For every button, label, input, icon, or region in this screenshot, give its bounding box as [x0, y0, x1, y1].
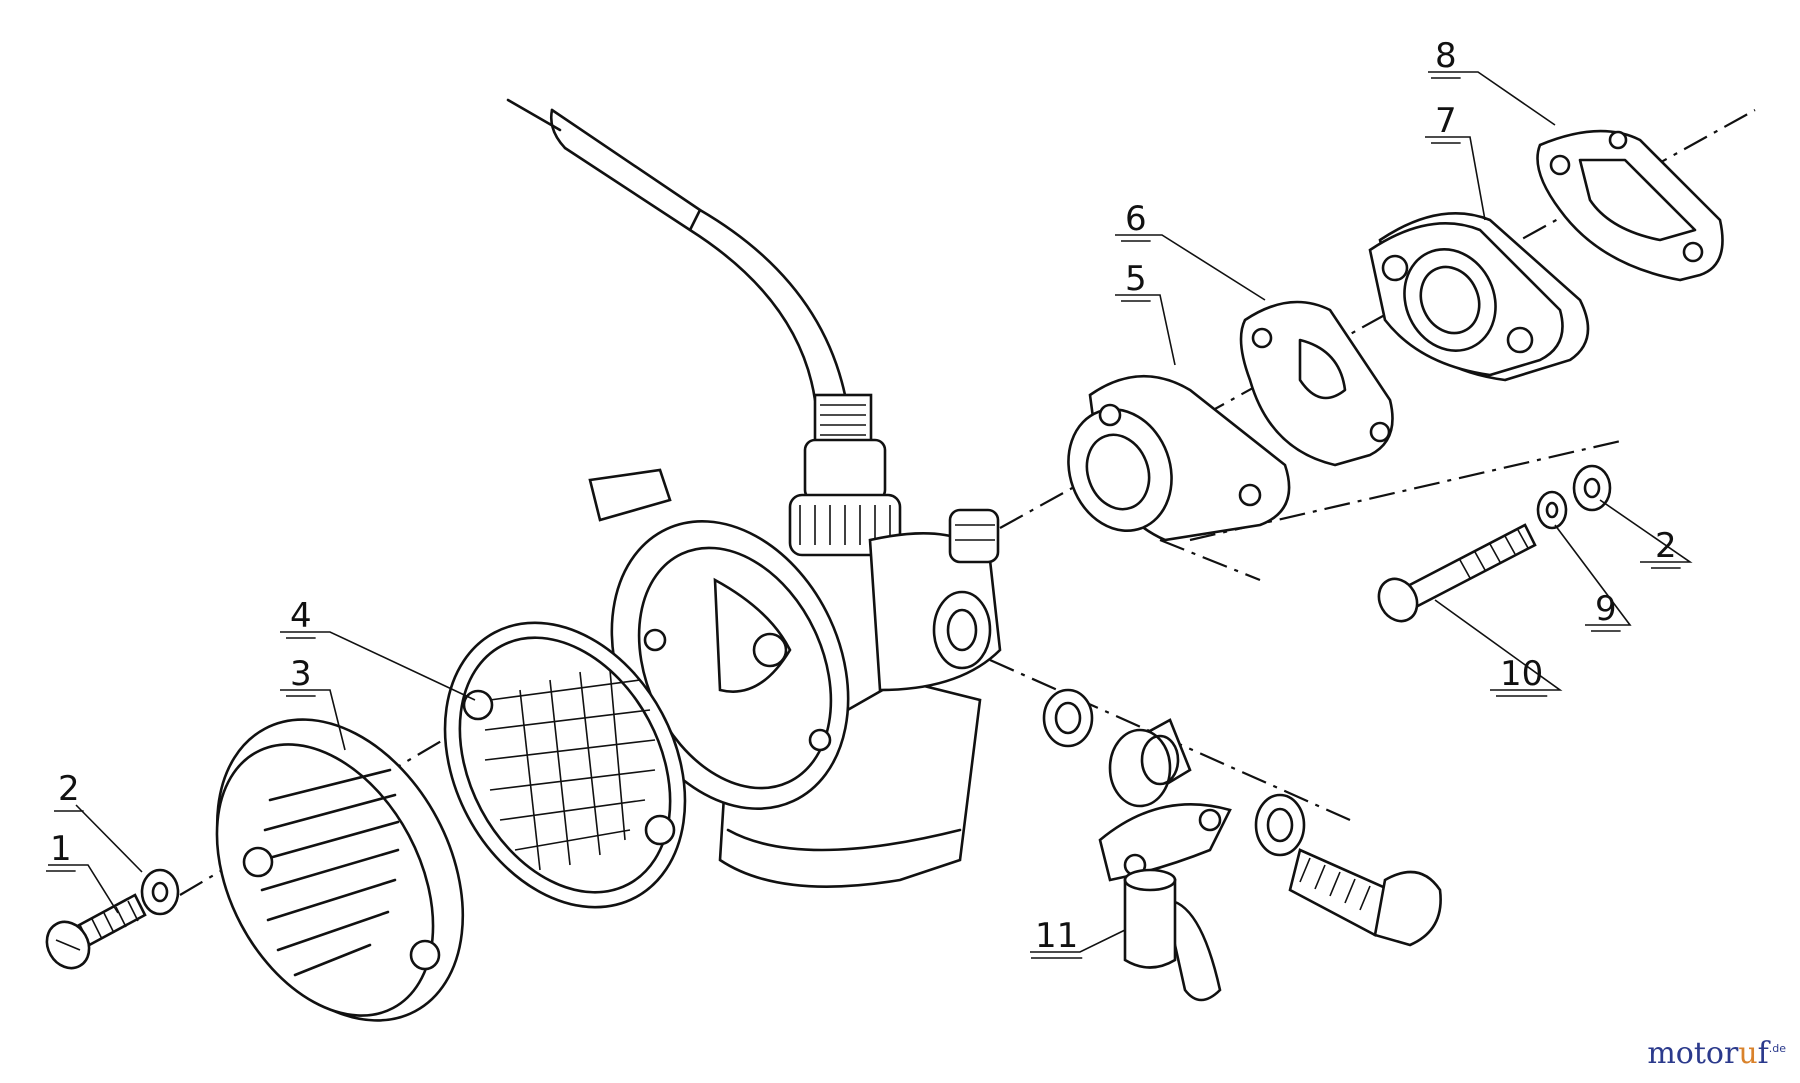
- part-9-lock-washer: [1536, 490, 1568, 530]
- part-4-filter-element: [443, 621, 687, 909]
- leader-lines: [48, 71, 1693, 953]
- part-7-insulator: [1368, 212, 1590, 382]
- part-3-filter-cover: [215, 718, 465, 1022]
- callout-labels: 1 2 3 4 5 6 7 8 2 9 10 11: [46, 36, 1681, 959]
- part-2-washer-right: [1572, 464, 1612, 512]
- part-11-fuel-tap: [1042, 688, 1442, 1002]
- callout-1: 1: [50, 829, 72, 869]
- watermark-text: motoruf: [1647, 1036, 1769, 1071]
- part-10-bolt: [1377, 523, 1537, 623]
- part-6-gasket: [1239, 300, 1394, 467]
- callout-10: 10: [1500, 654, 1543, 694]
- callout-11: 11: [1035, 916, 1078, 956]
- part-2-washer-left: [140, 868, 180, 916]
- throttle-cable: [506, 98, 873, 445]
- callout-2-right: 2: [1655, 526, 1677, 566]
- callout-6: 6: [1125, 199, 1147, 239]
- callout-3: 3: [290, 654, 312, 694]
- watermark-logo: motoruf.de: [1647, 1036, 1786, 1071]
- callout-8: 8: [1435, 36, 1457, 76]
- callout-5: 5: [1125, 259, 1147, 299]
- part-5-flange: [1067, 374, 1291, 542]
- part-1-screw: [45, 893, 147, 970]
- callout-7: 7: [1435, 101, 1457, 141]
- callout-9: 9: [1595, 589, 1617, 629]
- watermark-suffix: .de: [1768, 1042, 1786, 1055]
- part-8-gasket: [1536, 129, 1724, 282]
- callout-2-left: 2: [58, 769, 80, 809]
- callout-4: 4: [290, 596, 312, 636]
